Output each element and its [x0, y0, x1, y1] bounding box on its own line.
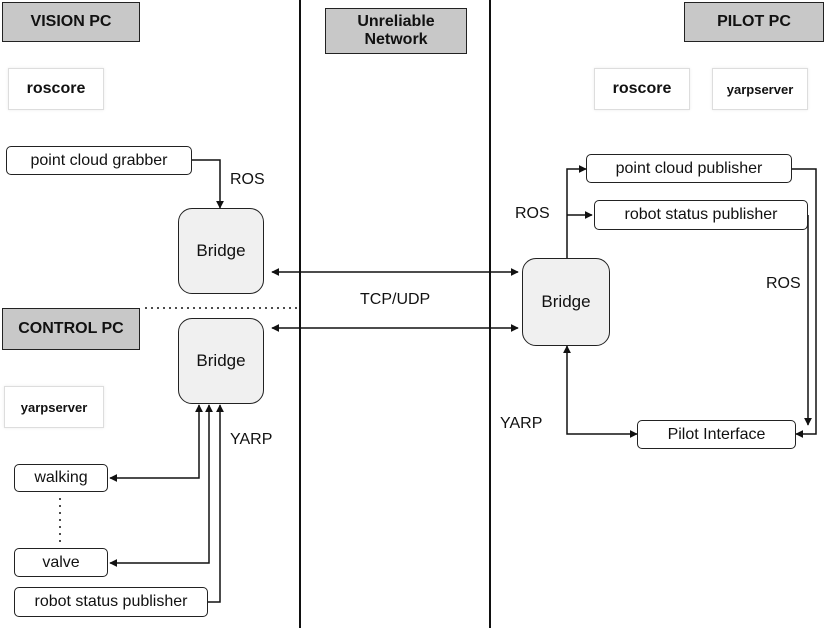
unreliable-network-header: Unreliable Network	[325, 8, 467, 54]
pilot-roscore: roscore	[594, 68, 690, 110]
pilot-yarpserver: yarpserver	[712, 68, 808, 110]
ros-label-pilot-right: ROS	[766, 275, 801, 292]
ros-link-grabber-to-bridge	[192, 159, 224, 209]
vision-bridge: Bridge	[178, 208, 264, 294]
ros-link-bridge-to-cloud-publisher	[566, 165, 587, 258]
pilot-robot-status-publisher-node: robot status publisher	[594, 200, 808, 230]
ros-label-vision: ROS	[230, 171, 265, 188]
walking-node: walking	[14, 464, 108, 492]
point-cloud-publisher-node: point cloud publisher	[586, 154, 792, 183]
valve-node: valve	[14, 548, 108, 577]
control-bridge: Bridge	[178, 318, 264, 404]
ros-link-cloud-publisher-to-interface	[792, 168, 817, 438]
control-pc-header: CONTROL PC	[2, 308, 140, 350]
yarp-link-bridge-to-valve	[109, 404, 213, 567]
point-cloud-grabber-node: point cloud grabber	[6, 146, 192, 175]
yarp-link-bridge-interface	[563, 345, 638, 438]
yarp-label-pilot: YARP	[500, 415, 543, 432]
vision-pc-header: VISION PC	[2, 2, 140, 42]
control-robot-status-publisher-node: robot status publisher	[14, 587, 208, 617]
vision-roscore: roscore	[8, 68, 104, 110]
yarp-label-control: YARP	[230, 431, 273, 448]
control-yarpserver: yarpserver	[4, 386, 104, 428]
pilot-interface-node: Pilot Interface	[637, 420, 796, 449]
yarp-link-status-publisher-to-bridge	[208, 404, 224, 603]
pilot-bridge: Bridge	[522, 258, 610, 346]
tcp-udp-label: TCP/UDP	[360, 291, 431, 308]
yarp-link-bridge-to-walking	[109, 404, 203, 482]
pilot-pc-header: PILOT PC	[684, 2, 824, 42]
ros-label-pilot-left: ROS	[515, 205, 550, 222]
